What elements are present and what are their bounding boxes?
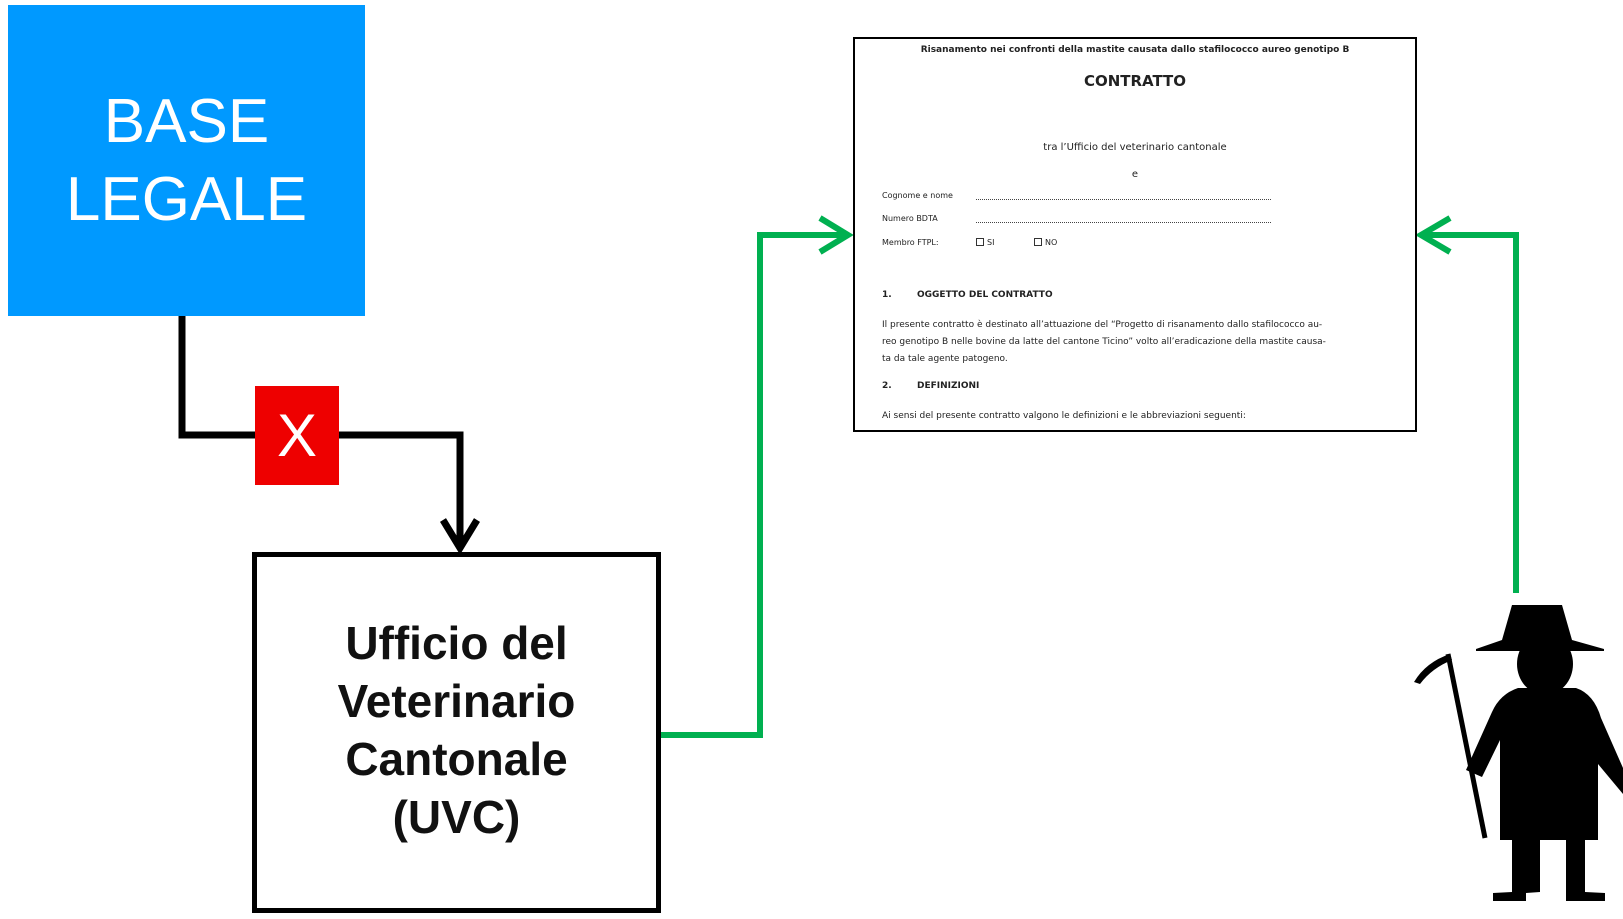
blocked-marker-label: X [276, 402, 318, 469]
field-label-ftpl: Membro FTPL: [882, 238, 939, 247]
contract-title: CONTRATTO [1083, 72, 1187, 90]
section-1-number: 1. [882, 290, 892, 300]
paragraph-line-3: ta da tale agente patogeno. [882, 354, 1008, 364]
paragraph-line-1: Il presente contratto è destinato all’at… [882, 320, 1323, 330]
uvc-line-3: Cantonale [345, 732, 568, 785]
contract-header: Risanamento nei confronti della mastite … [920, 45, 1350, 55]
field-label-name: Cognome e nome [882, 191, 953, 200]
uvc-box: Ufficio del Veterinario Cantonale (UVC) [252, 552, 661, 913]
uvc-line-1: Ufficio del [345, 616, 568, 669]
section-1-paragraph: Il presente contratto è destinato all’at… [882, 317, 1382, 368]
section-2-number: 2. [882, 381, 892, 391]
arrowhead-to-contract-left [818, 215, 854, 255]
field-dots-bdta [976, 222, 1271, 223]
uvc-line-4: (UVC) [392, 790, 521, 843]
section-1-title: OGGETTO DEL CONTRATTO [917, 290, 1053, 300]
section-1-heading: 1. OGGETTO DEL CONTRATTO [882, 290, 1053, 300]
section-2-title: DEFINIZIONI [917, 381, 980, 391]
contract-between: tra l’Ufficio del veterinario cantonale [1043, 142, 1227, 153]
contract-document: Risanamento nei confronti della mastite … [853, 37, 1417, 432]
blocked-marker: X [255, 386, 339, 485]
base-box-fill [8, 5, 365, 316]
uvc-line-2: Veterinario [337, 674, 576, 727]
connector-farmer-to-contract [1424, 232, 1519, 593]
blocked-marker-fill [255, 386, 339, 485]
farmer-icon [1414, 605, 1623, 901]
checkbox-no: NO [1034, 238, 1057, 247]
section-2-first-line: Ai sensi del presente contratto valgono … [882, 411, 1246, 421]
base-legale-box: BASE LEGALE [8, 5, 365, 316]
checkbox-si-label: SI [987, 238, 995, 247]
paragraph-line-2: reo genotipo B nelle bovine da latte del… [882, 337, 1326, 347]
checkbox-si: SI [976, 238, 994, 247]
base-legale-line-1: BASE [103, 86, 270, 156]
contract-and: e [1131, 169, 1139, 180]
connector-uvc-to-contract [661, 232, 846, 738]
field-dots-name [976, 199, 1271, 200]
field-label-bdta: Numero BDTA [882, 214, 938, 223]
checkbox-no-label: NO [1045, 238, 1058, 247]
arrowhead-to-uvc [440, 518, 480, 555]
checkbox-si-box [976, 238, 984, 246]
section-2-heading: 2. DEFINIZIONI [882, 381, 979, 391]
base-legale-line-2: LEGALE [65, 164, 308, 234]
arrowhead-to-contract-right [1415, 215, 1452, 255]
checkbox-no-box [1034, 238, 1042, 246]
